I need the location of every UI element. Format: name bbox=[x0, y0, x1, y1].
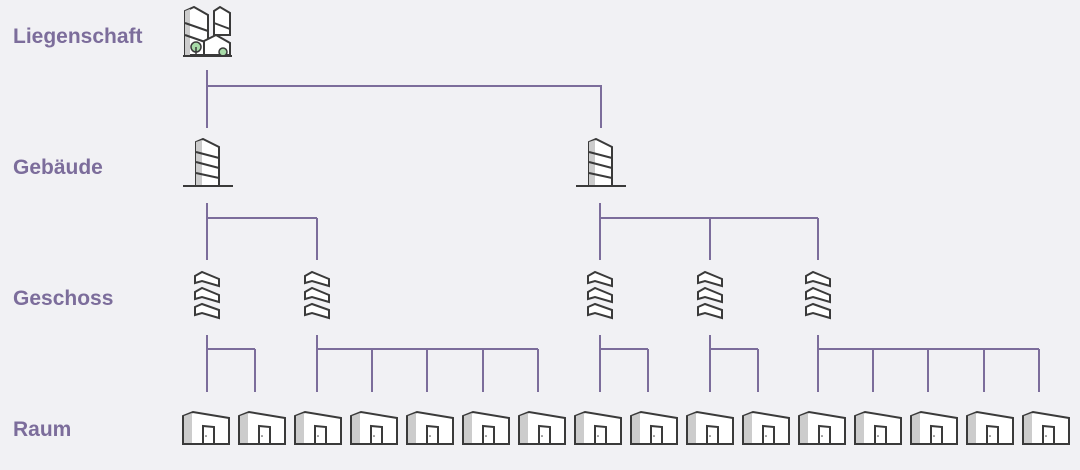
level-label-geschoss: Geschoss bbox=[13, 287, 114, 310]
room-icon[interactable] bbox=[462, 411, 510, 445]
connector-floor-rooms bbox=[599, 335, 649, 392]
building-icon[interactable] bbox=[182, 138, 234, 187]
room-icon[interactable] bbox=[630, 411, 678, 445]
floor-icon[interactable] bbox=[697, 271, 723, 319]
connector-property-buildings bbox=[206, 70, 602, 128]
room-icon[interactable] bbox=[350, 411, 398, 445]
room-icon[interactable] bbox=[406, 411, 454, 445]
property-icon[interactable] bbox=[182, 6, 233, 57]
connector-floor-rooms bbox=[206, 335, 256, 392]
connector-building-floors bbox=[599, 203, 819, 260]
room-icon[interactable] bbox=[742, 411, 790, 445]
level-label-raum: Raum bbox=[13, 418, 72, 441]
room-icon[interactable] bbox=[574, 411, 622, 445]
floor-icon[interactable] bbox=[587, 271, 613, 319]
connector-floor-rooms bbox=[817, 335, 1040, 392]
room-icon[interactable] bbox=[182, 411, 230, 445]
building-icon[interactable] bbox=[575, 138, 627, 187]
room-icon[interactable] bbox=[966, 411, 1014, 445]
level-label-liegenschaft: Liegenschaft bbox=[13, 25, 143, 48]
room-icon[interactable] bbox=[910, 411, 958, 445]
floor-icon[interactable] bbox=[304, 271, 330, 319]
connector-floor-rooms bbox=[316, 335, 539, 392]
floor-icon[interactable] bbox=[194, 271, 220, 319]
room-icon[interactable] bbox=[518, 411, 566, 445]
room-icon[interactable] bbox=[294, 411, 342, 445]
room-icon[interactable] bbox=[1022, 411, 1070, 445]
connector-floor-rooms bbox=[709, 335, 759, 392]
room-icon[interactable] bbox=[686, 411, 734, 445]
connector-building-floors bbox=[206, 203, 318, 260]
level-label-gebaeude: Gebäude bbox=[13, 156, 103, 179]
room-icon[interactable] bbox=[798, 411, 846, 445]
room-icon[interactable] bbox=[238, 411, 286, 445]
floor-icon[interactable] bbox=[805, 271, 831, 319]
room-icon[interactable] bbox=[854, 411, 902, 445]
